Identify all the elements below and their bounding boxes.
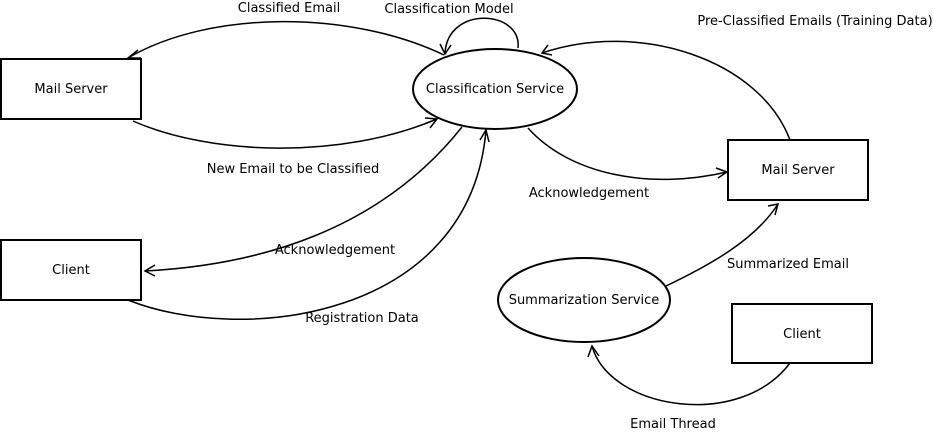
edge-label-acknowledgement-left: Acknowledgement	[275, 243, 395, 258]
edge-registration-data	[127, 128, 490, 320]
edge-label-registration-data: Registration Data	[305, 311, 419, 326]
edge-label-summarized-email: Summarized Email	[727, 257, 849, 272]
edge-label-pre-classified-emails: Pre-Classified Emails (Training Data)	[697, 14, 932, 29]
node-label: Summarization Service	[509, 293, 660, 308]
node-client-left: Client	[0, 239, 142, 301]
node-mail-server-right: Mail Server	[727, 139, 869, 201]
node-classification-service: Classification Service	[412, 48, 578, 130]
edge-pre-classified-emails	[540, 40, 791, 141]
edge-label-classified-email: Classified Email	[238, 1, 340, 16]
edge-acknowledgement-left	[143, 126, 463, 277]
edge-new-email	[132, 117, 439, 149]
edge-label-new-email: New Email to be Classified	[207, 162, 380, 177]
edge-label-classification-model: Classification Model	[384, 2, 513, 17]
node-label: Client	[783, 327, 821, 342]
edge-classification-model	[439, 17, 519, 56]
node-client-right: Client	[731, 303, 873, 364]
edge-label-acknowledgement-right: Acknowledgement	[529, 186, 649, 201]
node-label: Classification Service	[426, 82, 564, 97]
node-label: Mail Server	[761, 163, 835, 178]
node-summarization-service: Summarization Service	[497, 257, 671, 343]
edge-acknowledgement-right	[527, 127, 729, 181]
edge-label-email-thread: Email Thread	[630, 417, 716, 432]
node-label: Client	[52, 263, 90, 278]
edge-email-thread	[587, 344, 791, 406]
node-label: Mail Server	[34, 82, 108, 97]
edge-classified-email	[125, 20, 445, 59]
node-mail-server-left: Mail Server	[0, 58, 142, 120]
edge-summarized-email	[665, 203, 780, 287]
